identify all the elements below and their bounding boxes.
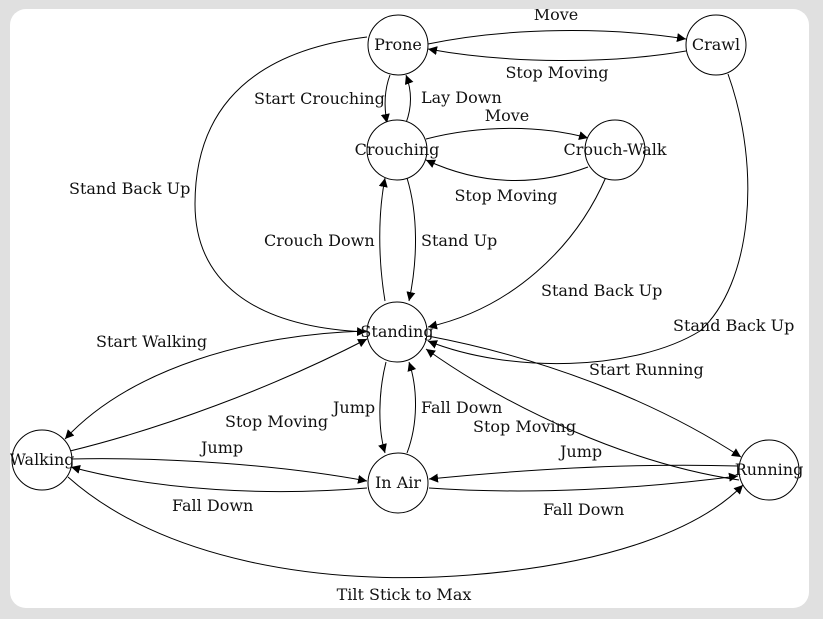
edge-running-to-standing (425, 348, 740, 481)
state-walking[interactable]: Walking (10, 429, 75, 491)
state-prone-circle (367, 14, 429, 76)
state-in-air-label: In Air (375, 473, 421, 492)
state-crouch-walk[interactable]: Crouch-Walk (563, 119, 667, 181)
state-crawl[interactable]: Crawl (685, 14, 747, 76)
edge-standing-to-walking (64, 330, 367, 440)
edge-label-standing-to-running: Start Running (589, 360, 704, 379)
edge-label-crouching-to-crouchwalk: Move (485, 106, 530, 125)
edge-label-inair-to-walking: Fall Down (172, 496, 253, 515)
edge-label-inair-to-standing: Fall Down (421, 398, 502, 417)
state-running-label: Running (735, 460, 804, 479)
edge-crouchwalk-to-standing (427, 176, 607, 330)
state-machine-diagram: Move Stop Moving Start Crouching Lay Dow… (10, 9, 804, 604)
edge-crouching-to-standing (406, 177, 416, 302)
edge-label-crouching-to-prone: Lay Down (421, 88, 502, 107)
edge-inair-to-running (428, 472, 739, 492)
edge-crouchwalk-to-crouching (425, 159, 589, 182)
state-standing[interactable]: Standing (360, 301, 434, 363)
edge-crawl-to-prone (427, 46, 687, 62)
state-running[interactable]: Running (735, 439, 804, 501)
state-running-circle (738, 439, 800, 501)
state-walking-label: Walking (10, 450, 75, 469)
edge-walking-to-inair (70, 458, 368, 484)
state-standing-label: Standing (360, 322, 433, 341)
state-standing-circle (366, 301, 428, 363)
state-prone-label: Prone (374, 35, 422, 54)
state-crawl-label: Crawl (692, 35, 740, 54)
diagram-canvas: Move Stop Moving Start Crouching Lay Dow… (10, 9, 809, 608)
edge-label-crouching-to-standing: Stand Up (421, 231, 497, 250)
state-crouch-walk-label: Crouch-Walk (563, 140, 666, 159)
edge-label-crawl-to-prone: Stop Moving (505, 63, 608, 82)
edge-label-running-to-inair: Jump (558, 442, 602, 461)
state-crouching[interactable]: Crouching (355, 119, 440, 181)
edge-label-walking-to-running: Tilt Stick to Max (337, 585, 472, 604)
edge-running-to-inair (428, 464, 739, 483)
state-crouch-walk-circle (584, 119, 646, 181)
edge-label-prone-to-standing: Stand Back Up (69, 179, 190, 198)
edge-prone-to-crawl (427, 30, 687, 45)
transitions: Move Stop Moving Start Crouching Lay Dow… (64, 9, 794, 604)
state-prone[interactable]: Prone (367, 14, 429, 76)
edge-label-walking-to-inair: Jump (199, 438, 243, 457)
state-walking-circle (11, 429, 73, 491)
edge-label-walking-to-standing: Stop Moving (225, 412, 328, 431)
state-crouching-label: Crouching (355, 140, 440, 159)
edge-standing-to-inair (378, 361, 387, 454)
edge-label-crawl-to-standing: Stand Back Up (673, 316, 794, 335)
edge-walking-to-running (67, 476, 744, 579)
edge-label-crouchwalk-to-standing: Stand Back Up (541, 281, 662, 300)
state-crawl-circle (685, 14, 747, 76)
state-crouching-circle (366, 119, 428, 181)
edge-label-crouchwalk-to-crouching: Stop Moving (454, 186, 557, 205)
edge-inair-to-walking (70, 464, 368, 493)
edge-crouching-to-prone (404, 74, 414, 124)
state-in-air-circle (367, 452, 429, 514)
states: Prone Crawl Crouching Crouch-Walk Standi… (10, 14, 804, 514)
edge-crawl-to-standing (427, 73, 749, 365)
edge-prone-to-crouching (380, 74, 391, 124)
edge-label-inair-to-running: Fall Down (543, 500, 624, 519)
edge-standing-to-running (427, 335, 742, 458)
state-in-air[interactable]: In Air (367, 452, 429, 514)
edge-label-standing-to-inair: Jump (331, 398, 375, 417)
edge-crouching-to-crouchwalk (425, 127, 589, 140)
edge-walking-to-standing (69, 338, 368, 452)
edge-label-running-to-standing: Stop Moving (473, 417, 576, 436)
edge-standing-to-crouching (378, 177, 388, 302)
edge-label-standing-to-walking: Start Walking (96, 332, 207, 351)
edge-label-standing-to-crouching: Crouch Down (264, 231, 375, 250)
edge-inair-to-standing (406, 361, 417, 454)
edge-prone-to-standing (194, 36, 368, 337)
edge-label-prone-to-crouching: Start Crouching (254, 89, 385, 108)
edge-label-prone-to-crawl: Move (534, 9, 579, 24)
